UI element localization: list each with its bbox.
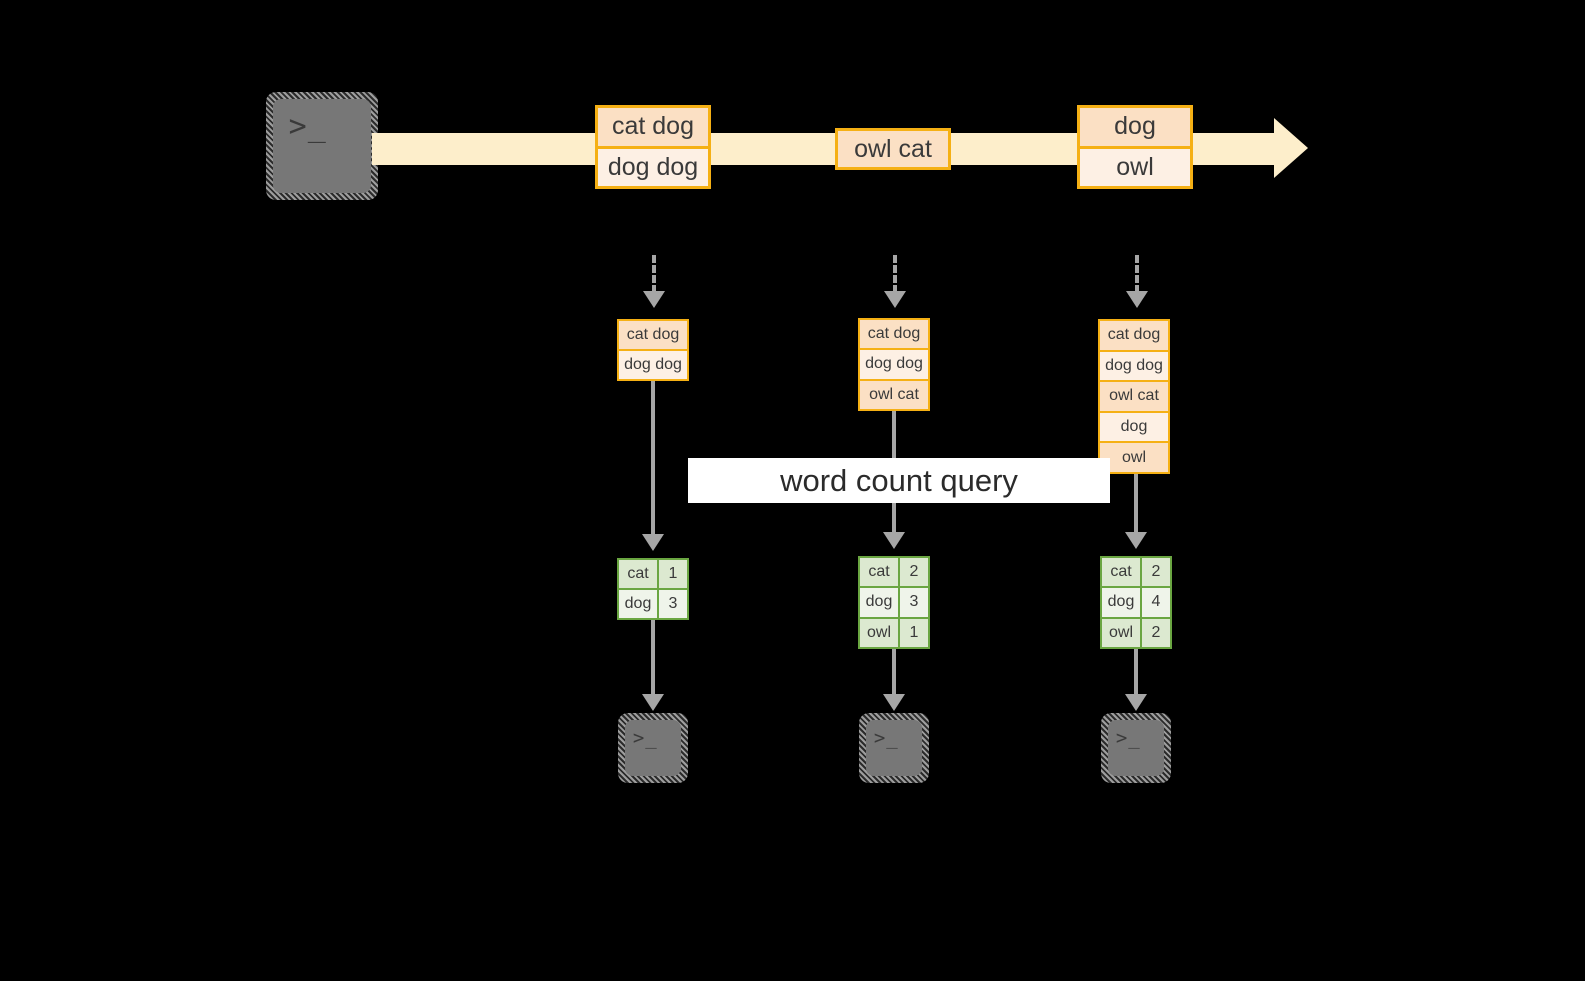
query-connector-arrowhead	[642, 534, 664, 551]
result-table: cat 2 dog 3 owl 1	[858, 556, 930, 649]
table-row: owl 2	[1102, 616, 1170, 647]
trigger-connector-arrowhead	[1126, 291, 1148, 308]
result-word: cat	[868, 563, 890, 581]
result-word: dog	[1107, 593, 1135, 611]
input-line: cat dog	[1107, 326, 1161, 344]
table-row: cat 1	[619, 560, 687, 588]
trigger-connector	[652, 255, 656, 293]
result-word: owl	[1108, 623, 1133, 641]
terminal-prompt-glyph: >_	[1115, 726, 1141, 749]
result-count: 3	[898, 588, 928, 617]
sink-terminal-icon: >_	[859, 713, 929, 783]
query-connector	[1134, 474, 1138, 534]
query-connector-arrowhead	[1125, 532, 1147, 549]
result-count: 4	[1140, 588, 1170, 617]
input-line: dog dog	[619, 349, 687, 379]
table-row: owl 1	[860, 616, 928, 647]
stream-event-box: dog owl	[1077, 105, 1193, 189]
result-word: owl	[866, 623, 891, 641]
stream-event-line: dog dog	[598, 145, 708, 186]
accumulated-input-box: cat dog dog dog owl cat	[858, 318, 930, 411]
sink-terminal-icon: >_	[1101, 713, 1171, 783]
input-line: dog	[1100, 410, 1168, 442]
input-line: cat dog	[626, 326, 680, 343]
sink-connector-arrowhead	[883, 694, 905, 711]
table-row: dog 3	[619, 588, 687, 618]
stream-event-box: owl cat	[835, 128, 951, 170]
result-count: 2	[1140, 558, 1170, 587]
table-row: cat 2	[860, 558, 928, 587]
result-table: cat 2 dog 4 owl 2	[1100, 556, 1172, 649]
table-row: dog 4	[1102, 586, 1170, 617]
terminal-prompt-glyph: >_	[873, 726, 899, 749]
accumulated-input-box: cat dog dog dog owl cat dog owl	[1098, 319, 1170, 474]
terminal-prompt-glyph: >_	[632, 726, 658, 749]
query-connector-arrowhead	[883, 532, 905, 549]
sink-connector-arrowhead	[1125, 694, 1147, 711]
sink-connector	[1134, 649, 1138, 696]
result-count: 1	[898, 618, 928, 647]
terminal-body: >_	[866, 720, 922, 776]
input-line: dog dog	[860, 348, 928, 379]
result-count: 2	[898, 558, 928, 587]
stream-event-line: cat dog	[611, 112, 694, 141]
input-line: owl	[1100, 441, 1168, 472]
table-row: dog 3	[860, 586, 928, 617]
result-word: dog	[865, 593, 893, 611]
terminal-body: >_	[273, 99, 371, 193]
table-row: cat 2	[1102, 558, 1170, 587]
stream-event-line: owl cat	[854, 134, 932, 163]
sink-connector	[651, 620, 655, 696]
stream-event-line: owl	[1080, 145, 1190, 186]
stream-event-box: cat dog dog dog	[595, 105, 711, 189]
trigger-connector-arrowhead	[643, 291, 665, 308]
result-word: dog	[624, 595, 652, 612]
trigger-connector	[893, 255, 897, 293]
query-label: word count query	[688, 458, 1110, 503]
terminal-body: >_	[625, 720, 681, 776]
query-connector	[651, 381, 655, 536]
result-word: cat	[1110, 563, 1132, 581]
stream-event-line: dog	[1114, 112, 1156, 141]
trigger-connector	[1135, 255, 1139, 293]
trigger-connector-arrowhead	[884, 291, 906, 308]
stream-arrowhead	[1274, 118, 1308, 178]
input-line: dog dog	[1100, 349, 1168, 381]
result-table: cat 1 dog 3	[617, 558, 689, 620]
result-word: cat	[627, 565, 649, 582]
sink-connector	[892, 649, 896, 696]
input-line: owl cat	[860, 378, 928, 409]
result-count: 3	[657, 590, 687, 618]
sink-connector-arrowhead	[642, 694, 664, 711]
terminal-prompt-glyph: >_	[288, 109, 327, 145]
result-count: 2	[1140, 618, 1170, 647]
accumulated-input-box: cat dog dog dog	[617, 319, 689, 381]
sink-terminal-icon: >_	[618, 713, 688, 783]
terminal-body: >_	[1108, 720, 1164, 776]
input-line: owl cat	[1100, 380, 1168, 411]
result-count: 1	[657, 560, 687, 588]
input-line: cat dog	[867, 325, 921, 343]
source-terminal-icon: >_	[266, 92, 378, 200]
